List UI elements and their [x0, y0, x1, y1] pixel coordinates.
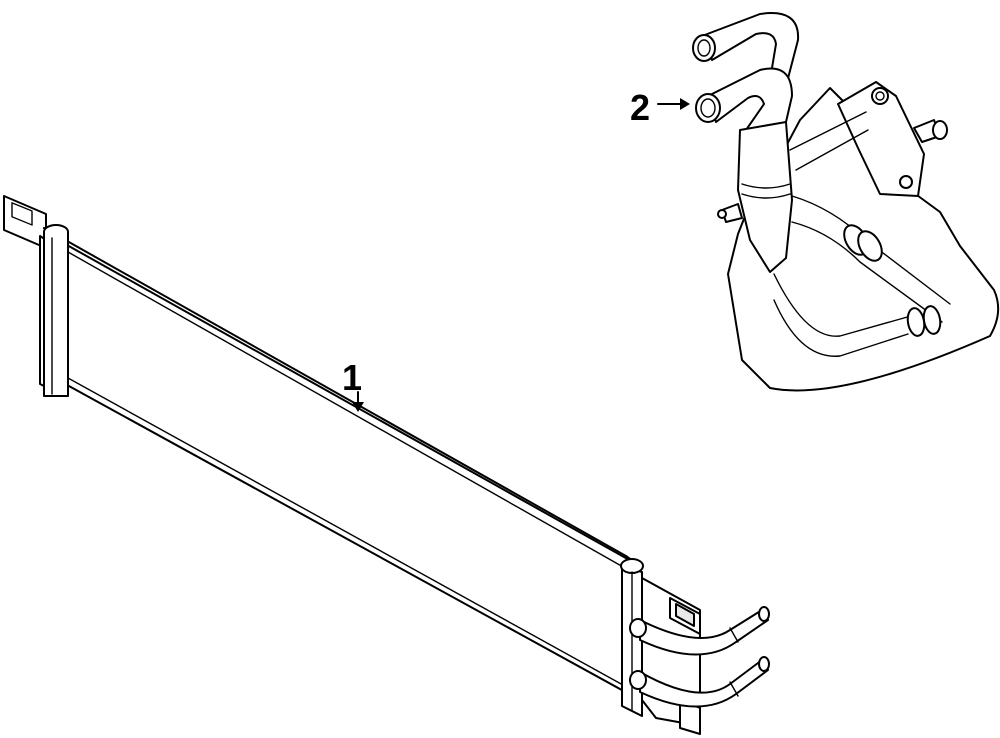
lower-fitting [629, 656, 770, 708]
callout-2: 2 [630, 87, 650, 128]
hose-assembly: 2 [630, 12, 1000, 392]
coupler-lower [906, 305, 942, 337]
left-end-tank [39, 224, 69, 397]
cooler-core [57, 239, 641, 701]
flange [837, 81, 948, 197]
upper-fitting [629, 606, 770, 656]
callout-1-arrow [352, 402, 364, 412]
callout-1: 1 [342, 357, 362, 398]
oil-cooler: 1 [3, 195, 770, 735]
main-hose [737, 121, 793, 273]
callout-2-arrow [680, 98, 690, 110]
coupler-upper [843, 224, 883, 262]
